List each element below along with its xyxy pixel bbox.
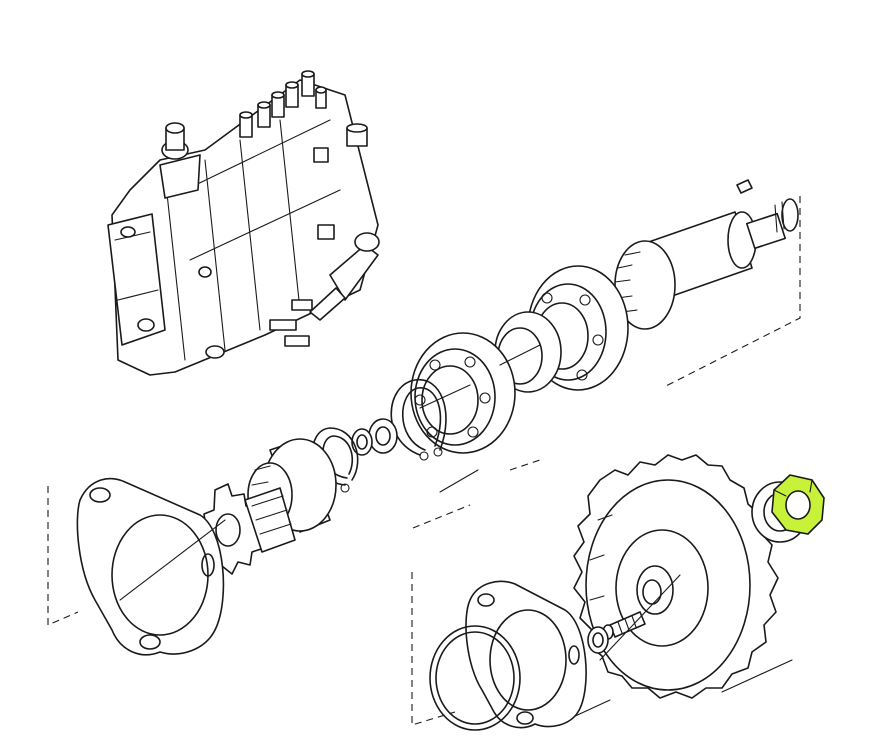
timing-gear[interactable] <box>573 454 779 699</box>
drive-gear-nut[interactable] <box>771 474 825 535</box>
drive-shaft[interactable] <box>614 179 799 330</box>
flange-gasket-left[interactable] <box>76 477 225 656</box>
ball-bearing-front[interactable] <box>410 332 516 454</box>
small-seal-washer[interactable] <box>587 626 609 654</box>
assembly-guide-lines <box>47 196 801 726</box>
flange-cover-lower[interactable] <box>465 580 587 729</box>
o-ring-lower[interactable] <box>429 625 521 731</box>
centerlines <box>119 344 681 661</box>
injection-pump-assembly[interactable] <box>107 70 380 376</box>
delivery-valve-holders <box>239 70 327 138</box>
small-washers[interactable] <box>351 418 398 456</box>
